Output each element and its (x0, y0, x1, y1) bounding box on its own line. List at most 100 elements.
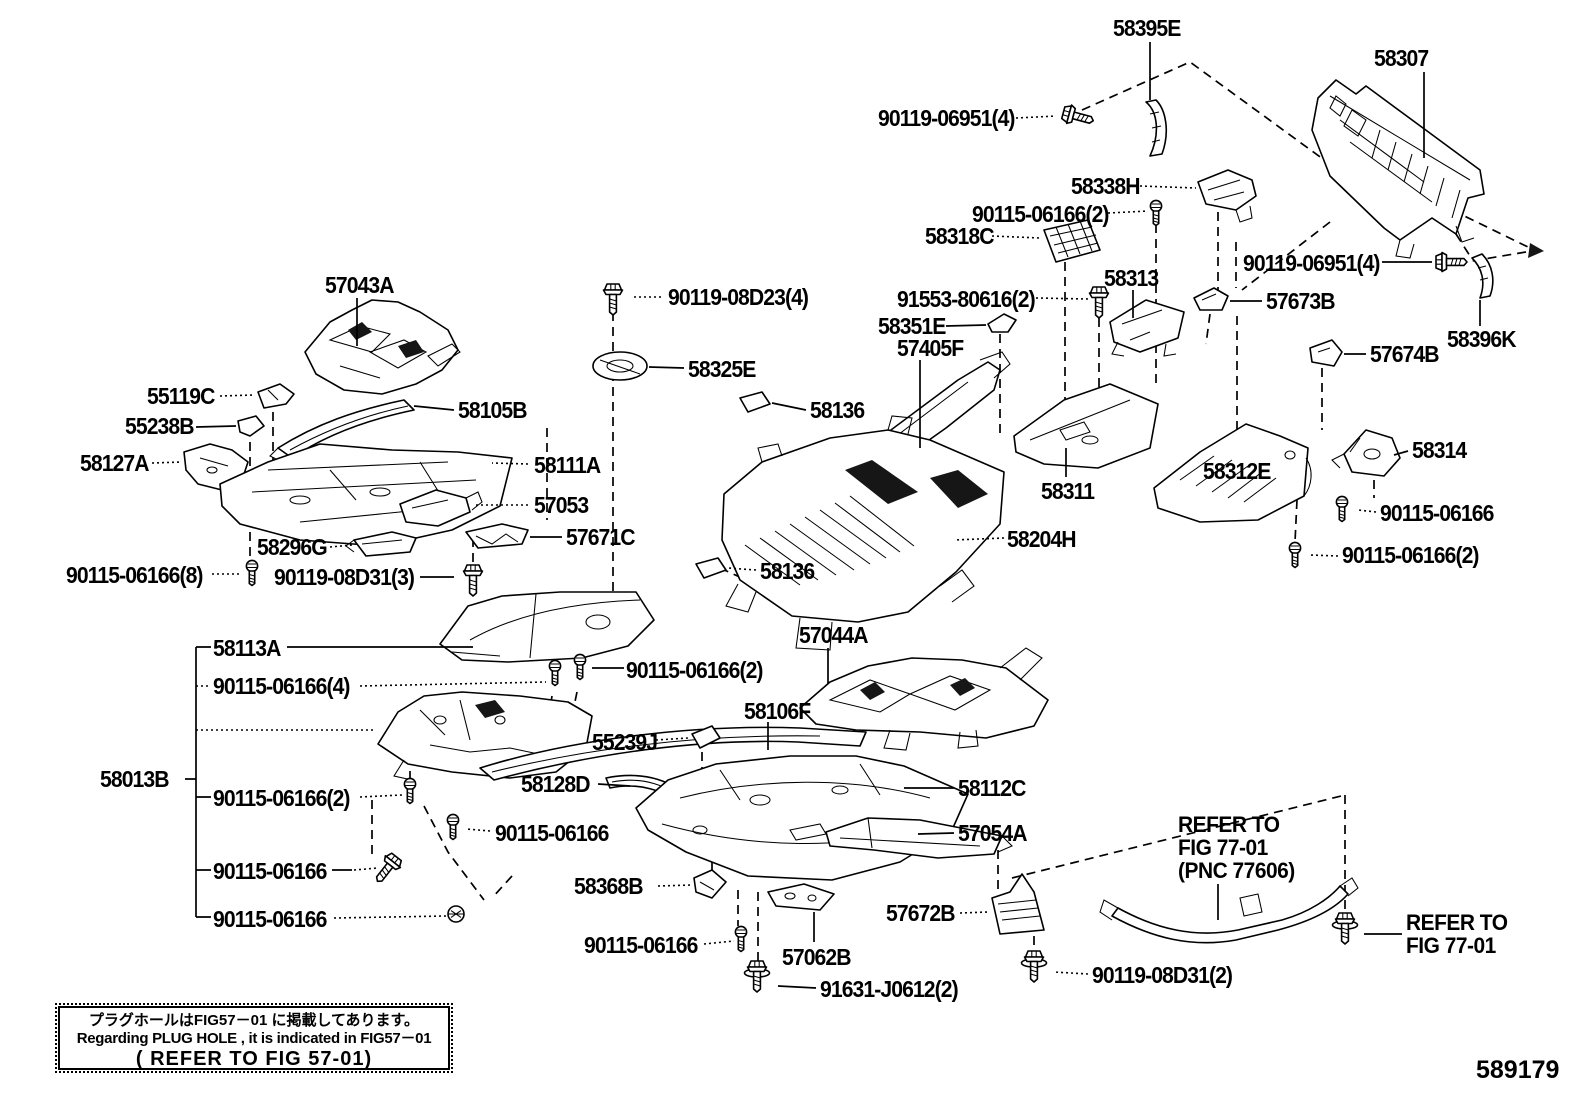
part-58313-bracket (1109, 299, 1185, 357)
part-58296g-bracket (345, 531, 417, 557)
part-number-label: 90115-06166 (584, 932, 698, 958)
part-number-label: 55238B (125, 413, 195, 439)
part-number-label: 90115-06166(2) (213, 785, 350, 811)
part-57043a-bracket-cluster (304, 299, 461, 395)
part-number-label: 57044A (799, 622, 869, 648)
part-number-label: 58338H (1071, 173, 1141, 199)
refer-to-note-line: REFER TO (1178, 812, 1280, 837)
part-number-label: 58111A (534, 452, 601, 478)
part-number-label: 58395E (1113, 15, 1181, 41)
refer-to-note-line: FIG 77-01 (1406, 933, 1496, 958)
part-number-label: 90115-06166(4) (213, 673, 350, 699)
part-number-label: 90119-06951(4) (1243, 250, 1380, 276)
bolt-icon (369, 850, 405, 888)
part-57054a-bracket (825, 817, 1013, 859)
part-number-label: 58313 (1104, 265, 1159, 291)
part-number-label: 90119-06951(4) (878, 105, 1015, 131)
figure-number: 589179 (1476, 1056, 1560, 1084)
part-number-label: 58296G (257, 534, 328, 560)
part-number-label: 55239J (592, 729, 658, 755)
part-number-label: 57671C (566, 524, 636, 550)
part-number-label: 90119-08D31(2) (1092, 962, 1233, 988)
part-number-label: 57054A (958, 820, 1028, 846)
part-number-label: 90115-06166 (213, 858, 327, 884)
part-number-label: 90115-06166(2) (972, 201, 1109, 227)
part-number-label: 57043A (325, 272, 395, 298)
part-rear-suspension-bar (1099, 877, 1359, 944)
parts-layer (183, 79, 1494, 944)
leader-lines-solid (185, 42, 1481, 989)
part-number-label: 90115-06166(2) (1342, 542, 1479, 568)
bolt-icon (1060, 102, 1097, 131)
part-58311-floor-panel (1013, 383, 1159, 469)
part-number-label: 57673B (1266, 288, 1336, 314)
part-57674b-clip (1309, 339, 1343, 367)
part-number-label: 57062B (782, 944, 852, 970)
part-number-label: 57053 (534, 492, 589, 518)
part-58106f-rail (479, 726, 867, 781)
part-55238b-clip (237, 415, 265, 437)
part-number-label: 58106F (744, 698, 811, 724)
part-number-label: 58013B (100, 766, 170, 792)
part-number-label: 58351E (878, 313, 946, 339)
part-58396k-clip (1471, 253, 1494, 299)
part-number-label: 58128D (521, 771, 591, 797)
part-58368b-clip (693, 869, 727, 899)
part-number-label: 58318C (925, 223, 995, 249)
part-number-label: 58314 (1412, 437, 1467, 463)
screw-icon (446, 813, 460, 841)
bolt-icon (1435, 251, 1468, 273)
refer-to-note-line: (PNC 77606) (1178, 858, 1295, 883)
grommet-icon (447, 905, 465, 923)
part-57672b-gusset (991, 873, 1045, 935)
screw-icon (1149, 199, 1163, 227)
screw-icon (403, 777, 417, 805)
part-57671c-bracket (465, 523, 529, 549)
part-58307-rear-panel (1311, 79, 1485, 259)
bolt-washer-icon (1022, 951, 1047, 982)
part-number-label: 58127A (80, 450, 150, 476)
part-number-label: 58307 (1374, 45, 1429, 71)
part-58113a-tunnel-panel (439, 591, 655, 663)
part-number-label: 57674B (1370, 341, 1440, 367)
leader-lines-dotted (151, 115, 1377, 975)
part-number-label: 57405F (897, 335, 964, 361)
part-number-label: 58368B (574, 873, 644, 899)
part-number-label: 55119C (147, 383, 215, 409)
bolt-icon (602, 283, 624, 316)
note-refer-line: ( REFER TO FIG 57-01) (135, 1048, 373, 1070)
part-number-label: 90115-06166(8) (66, 562, 203, 588)
part-number-label: 58312E (1203, 458, 1271, 484)
part-number-label: 90115-06166 (495, 820, 609, 846)
part-number-label: 58136 (810, 397, 865, 423)
part-number-label: 90115-06166 (213, 906, 327, 932)
screw-icon (573, 653, 587, 681)
part-number-label: 58311 (1041, 478, 1095, 504)
screw-icon (1335, 495, 1349, 523)
part-58136-clip-rear (695, 557, 727, 579)
part-57062b-bracket (767, 883, 835, 911)
part-number-label: 58136 (760, 558, 815, 584)
note-english-line: Regarding PLUG HOLE , it is indicated in… (76, 1030, 432, 1047)
part-57673b-clip (1193, 287, 1229, 311)
plug-hole-note-box: プラグホールはFIG57－01 に掲載してあります。 Regarding PLU… (55, 1003, 453, 1073)
part-55239j-clip (691, 725, 721, 749)
part-number-label: 57672B (886, 900, 956, 926)
part-58318c-mesh-plate (1043, 219, 1101, 263)
part-57053-bracket (399, 489, 483, 527)
part-number-label: 58112C (958, 775, 1026, 801)
part-number-label: 90119-08D31(3) (274, 564, 415, 590)
part-number-label: 90119-08D23(4) (668, 284, 809, 310)
note-japanese-line: プラグホールはFIG57－01 に掲載してあります。 (88, 1012, 420, 1029)
part-58204h-rear-floor-pan (721, 415, 1005, 651)
part-55119c-clip (257, 383, 295, 409)
part-number-label: 58113A (213, 635, 281, 661)
part-58325e-plate (592, 351, 648, 381)
part-number-label: 90115-06166 (1380, 500, 1494, 526)
part-number-label: 58105B (458, 397, 528, 423)
screw-icon (734, 925, 748, 953)
part-number-label: 90115-06166(2) (626, 657, 763, 683)
